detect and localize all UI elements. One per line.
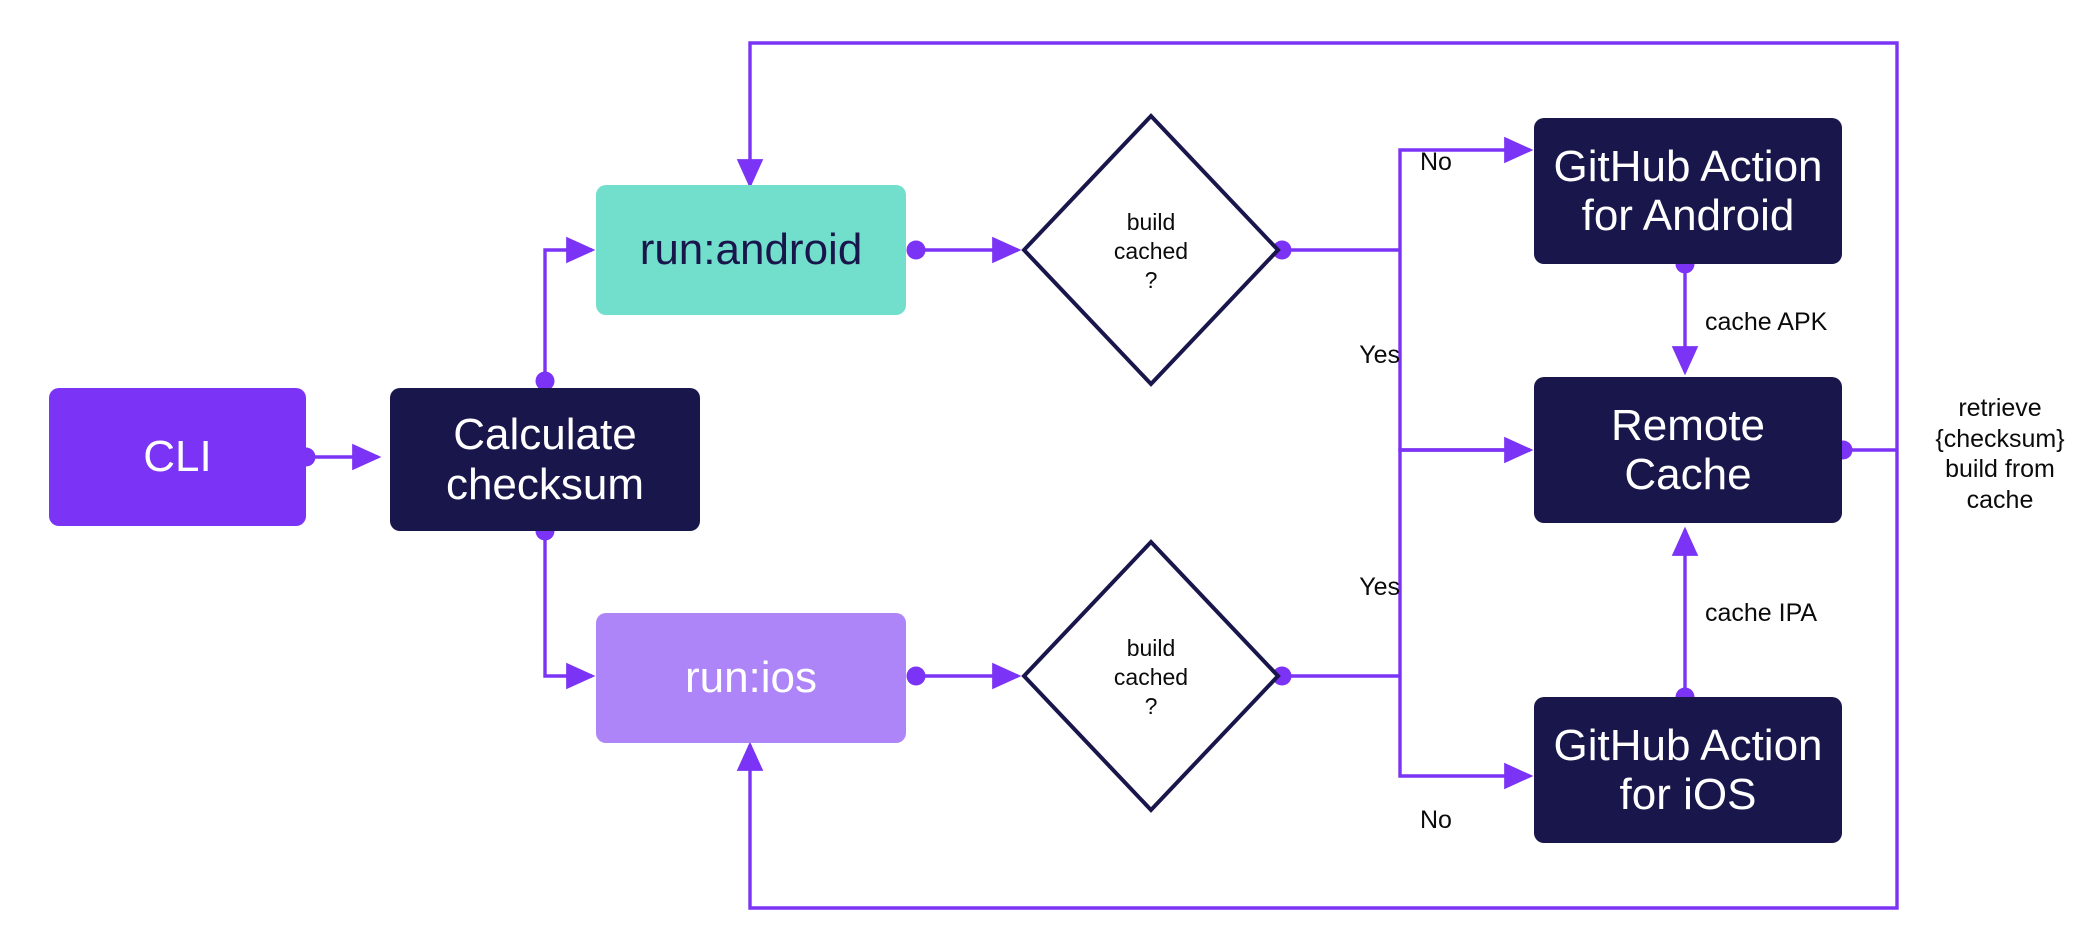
node-github-action-ios[interactable]: GitHub Action for iOS bbox=[1534, 697, 1842, 843]
node-decision-android-label: build cached ? bbox=[1113, 209, 1189, 293]
node-decision-ios[interactable]: build cached ? bbox=[1020, 538, 1282, 814]
edge-label-yes-ios: Yes bbox=[1359, 573, 1400, 601]
decision-android-shape bbox=[1021, 113, 1281, 387]
edge-remote-cache-retrieve-bus bbox=[736, 41, 1899, 910]
edge-decision-ios-bus bbox=[1272, 448, 1534, 790]
edge-run-android-to-decision bbox=[906, 236, 1022, 264]
node-github-action-ios-label: GitHub Action for iOS bbox=[1553, 720, 1823, 819]
node-cli[interactable]: CLI bbox=[49, 388, 306, 526]
edge-label-yes-android: Yes bbox=[1359, 341, 1400, 369]
edge-cli-to-checksum bbox=[296, 443, 382, 471]
edge-label-retrieve-from-cache: retrieve {checksum} build from cache bbox=[1935, 394, 2065, 514]
node-remote-cache[interactable]: Remote Cache bbox=[1534, 377, 1842, 523]
edge-run-ios-to-decision bbox=[906, 662, 1022, 690]
decision-ios-shape bbox=[1021, 539, 1281, 813]
edge-label-no-ios: No bbox=[1420, 806, 1452, 834]
node-run-android-label: run:android bbox=[639, 225, 863, 275]
edge-label-cache-apk: cache APK bbox=[1705, 308, 1828, 336]
node-decision-ios-label: build cached ? bbox=[1113, 635, 1189, 719]
node-run-android[interactable]: run:android bbox=[596, 185, 906, 315]
edge-label-no-android: No bbox=[1420, 148, 1452, 176]
edge-gh-android-to-remote-cache bbox=[1671, 254, 1699, 376]
node-decision-android[interactable]: build cached ? bbox=[1020, 112, 1282, 388]
node-github-action-android-label: GitHub Action for Android bbox=[1553, 141, 1823, 240]
node-run-ios-label: run:ios bbox=[684, 653, 818, 703]
node-run-ios[interactable]: run:ios bbox=[596, 613, 906, 743]
edge-checksum-to-run-android bbox=[535, 236, 596, 391]
node-calculate-checksum[interactable]: Calculate checksum bbox=[390, 388, 700, 531]
node-cli-label: CLI bbox=[143, 432, 212, 482]
node-github-action-android[interactable]: GitHub Action for Android bbox=[1534, 118, 1842, 264]
node-remote-cache-label: Remote Cache bbox=[1610, 400, 1766, 499]
node-calculate-checksum-label: Calculate checksum bbox=[445, 410, 645, 509]
edge-gh-ios-to-remote-cache bbox=[1671, 526, 1699, 707]
edge-checksum-to-run-ios bbox=[535, 521, 596, 690]
edge-decision-android-bus bbox=[1272, 136, 1534, 464]
edge-label-cache-ipa: cache IPA bbox=[1705, 599, 1818, 627]
